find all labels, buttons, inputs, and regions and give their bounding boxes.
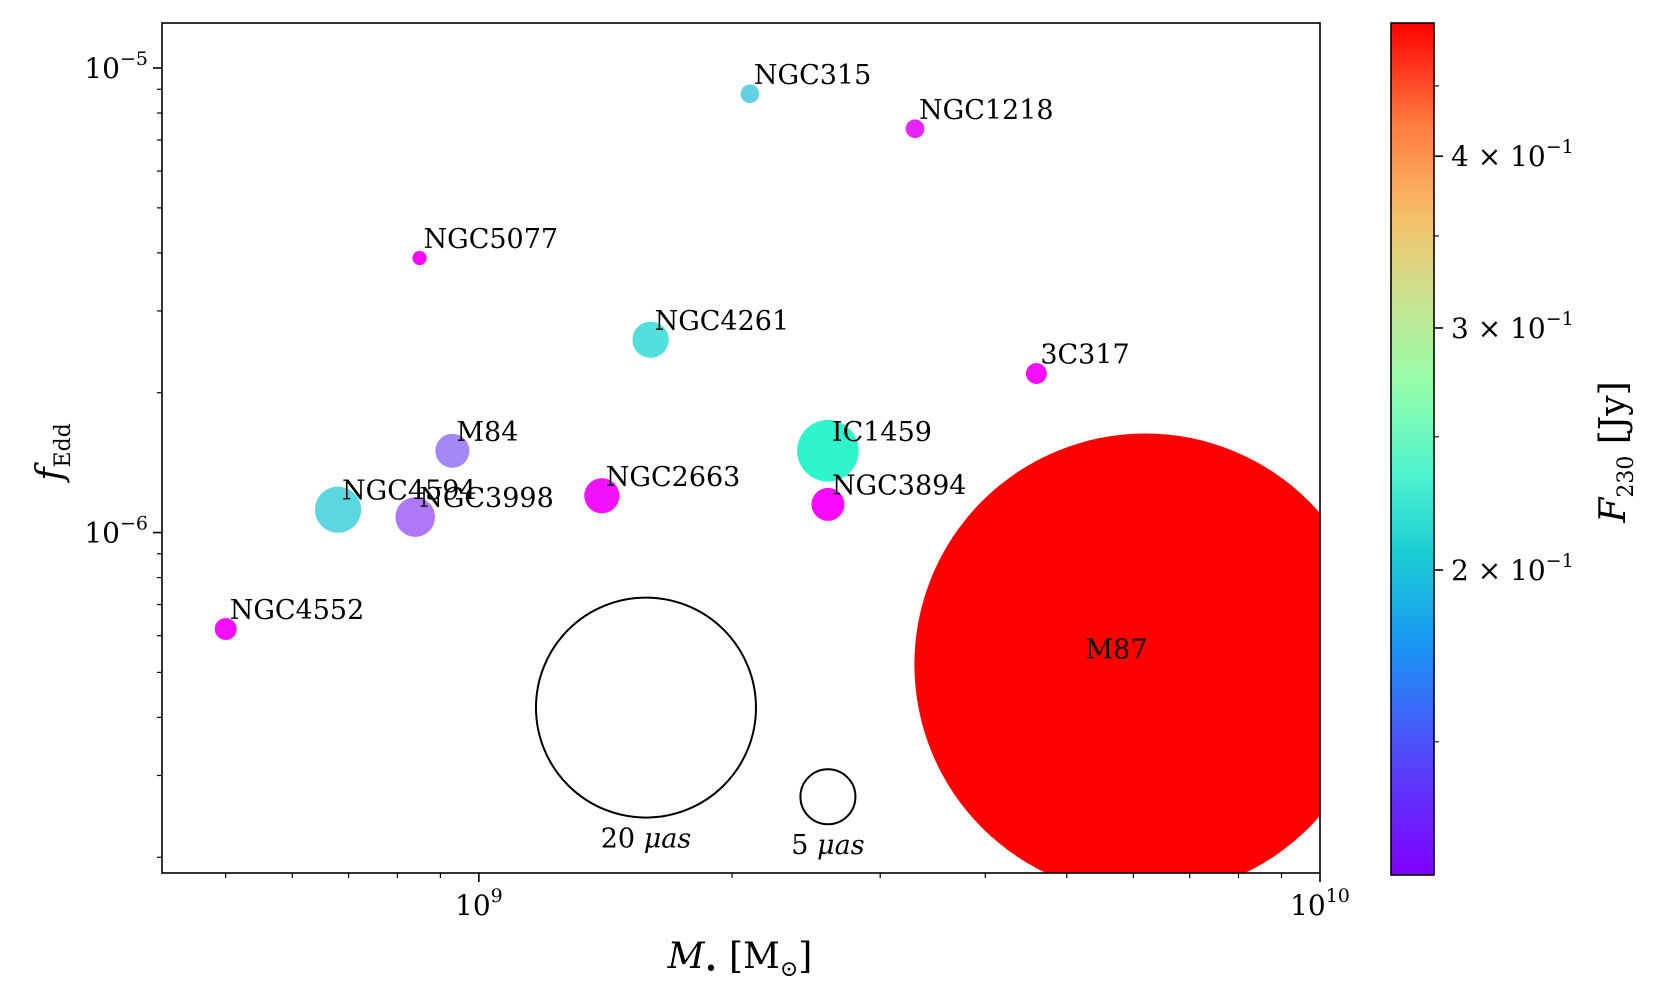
colorbar-tick-label: 2 × 10−1	[1451, 550, 1574, 587]
x-axis: 109 1010	[225, 873, 1350, 922]
bubble-ngc3998	[395, 497, 435, 537]
bubble-m87	[914, 433, 1320, 873]
black-dot-symbol: •	[705, 957, 718, 982]
size-legend-circle-5uas	[799, 768, 857, 826]
bubble-label-ngc1218: NGC1218	[919, 95, 1054, 126]
bubble-ngc4261	[632, 321, 669, 358]
y-tick-label: 10−5	[84, 48, 148, 85]
bubble-label-ngc5077: NGC5077	[424, 224, 559, 255]
size-legend-label-20uas: 20 μas	[601, 824, 691, 855]
size-legend-circle-20uas	[534, 596, 757, 819]
y-axis: 10−6 10−5	[84, 48, 162, 858]
bubble-label-ngc4594: NGC4594	[342, 476, 477, 507]
bubble-label-m87: M87	[1085, 634, 1147, 665]
bubble-ngc1218	[905, 119, 925, 139]
bubble-label-ic1459: IC1459	[832, 417, 932, 448]
colorbar-tick-label: 3 × 10−1	[1451, 308, 1574, 345]
bubble-label-ngc4261: NGC4261	[655, 306, 790, 337]
bubble-label-ngc315: NGC315	[754, 60, 871, 91]
x-axis-title: M• [M⊙]	[667, 936, 813, 982]
colorbar: 2 × 10−1 3 × 10−1 4 × 10−1 F230 [Jy]	[1390, 22, 1639, 876]
plot-frame	[161, 22, 1321, 874]
bubble-label-3c317: 3C317	[1040, 339, 1129, 370]
colorbar-gradient	[1390, 22, 1435, 876]
y-tick-label: 10−6	[84, 513, 148, 550]
bubble-ngc4552	[214, 618, 237, 641]
bubble-label-ngc3894: NGC3894	[832, 470, 967, 501]
bubble-3c317	[1025, 363, 1047, 384]
colorbar-title: F230 [Jy]	[1593, 381, 1639, 523]
size-legend-label-5uas: 5 μas	[791, 830, 864, 861]
bubble-label-ngc4552: NGC4552	[230, 595, 365, 626]
bubble-ngc2663	[584, 478, 620, 514]
bubble-ngc4594	[314, 486, 362, 533]
x-tick-label: 109	[455, 885, 503, 922]
bubble-m84	[435, 433, 470, 468]
bubble-ngc315	[740, 84, 760, 104]
bubble-label-ngc2663: NGC2663	[606, 462, 741, 493]
x-tick-label: 1010	[1290, 885, 1350, 922]
colorbar-tick-label: 4 × 10−1	[1451, 136, 1574, 173]
bubble-label-m84: M84	[456, 417, 518, 448]
bubble-ngc3894	[811, 487, 845, 521]
bubble-ngc5077	[412, 250, 427, 266]
bubble-ic1459	[797, 419, 859, 482]
y-axis-title: fEdd	[30, 423, 76, 484]
bubble-label-ngc3998: NGC3998	[419, 483, 554, 514]
